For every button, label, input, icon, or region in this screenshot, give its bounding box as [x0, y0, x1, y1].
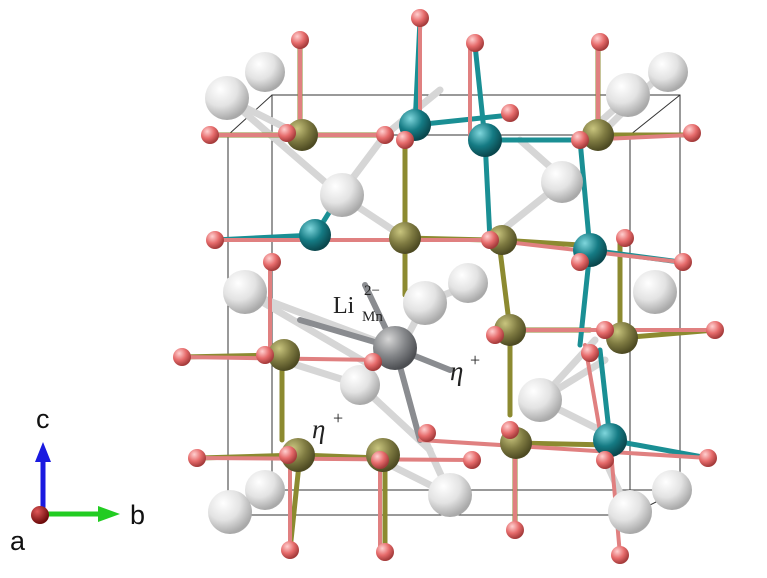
li-atom: [541, 161, 583, 203]
li-atom: [205, 76, 249, 120]
mn-atom: [299, 219, 331, 251]
li-atom: [606, 73, 650, 117]
eta-label-left-main: η: [312, 414, 325, 444]
li-atom: [428, 473, 472, 517]
li-atom: [245, 52, 285, 92]
axis-c-label: c: [36, 404, 50, 434]
li-atom: [320, 173, 364, 217]
eta-label-right-sup: +: [470, 350, 480, 370]
li-atom: [223, 270, 267, 314]
axis-c-arrowhead: [35, 442, 51, 462]
svg-text:η: η: [312, 414, 325, 444]
li-atom: [340, 365, 380, 405]
mn-atom: [389, 222, 421, 254]
axis-a-dot: [31, 506, 49, 524]
li-atom: [608, 490, 652, 534]
mn-atom: [268, 339, 300, 371]
svg-text:+: +: [470, 350, 480, 370]
defect-label-main: Li: [333, 293, 355, 319]
axis-b-label: b: [130, 500, 145, 530]
defect-label-sub: Mn: [362, 309, 383, 325]
cell-edge: [629, 94, 681, 136]
atoms: [173, 9, 724, 564]
mn-atom: [286, 119, 318, 151]
oxygen-atoms: [173, 9, 724, 564]
svg-text:Mn: Mn: [362, 309, 383, 325]
li-atom: [448, 263, 488, 303]
li-atom: [652, 470, 692, 510]
mn-atom: [582, 119, 614, 151]
li-atom: [208, 490, 252, 534]
defect-label: Li 2− Mn: [333, 283, 383, 325]
li-atom: [518, 378, 562, 422]
eta-label-left-sup: +: [333, 408, 343, 428]
eta-label-right: η +: [450, 350, 480, 386]
axis-b-arrowhead: [98, 506, 120, 522]
defect-label-sup: 2−: [364, 283, 380, 299]
axis-a-label: a: [10, 526, 26, 556]
li-atom: [245, 470, 285, 510]
svg-text:η: η: [450, 356, 463, 386]
mn-atom: [593, 423, 627, 457]
li-atom: [648, 52, 688, 92]
svg-text:2−: 2−: [364, 283, 380, 299]
svg-text:Li: Li: [333, 293, 355, 319]
axes-indicator: c b a: [10, 404, 145, 556]
eta-label-right-main: η: [450, 356, 463, 386]
li-atom: [403, 281, 447, 325]
li-mn-defect-atom: [373, 326, 417, 370]
svg-text:+: +: [333, 408, 343, 428]
mn-atom: [468, 123, 502, 157]
eta-label-left: η +: [312, 408, 343, 444]
li-atom: [633, 270, 677, 314]
